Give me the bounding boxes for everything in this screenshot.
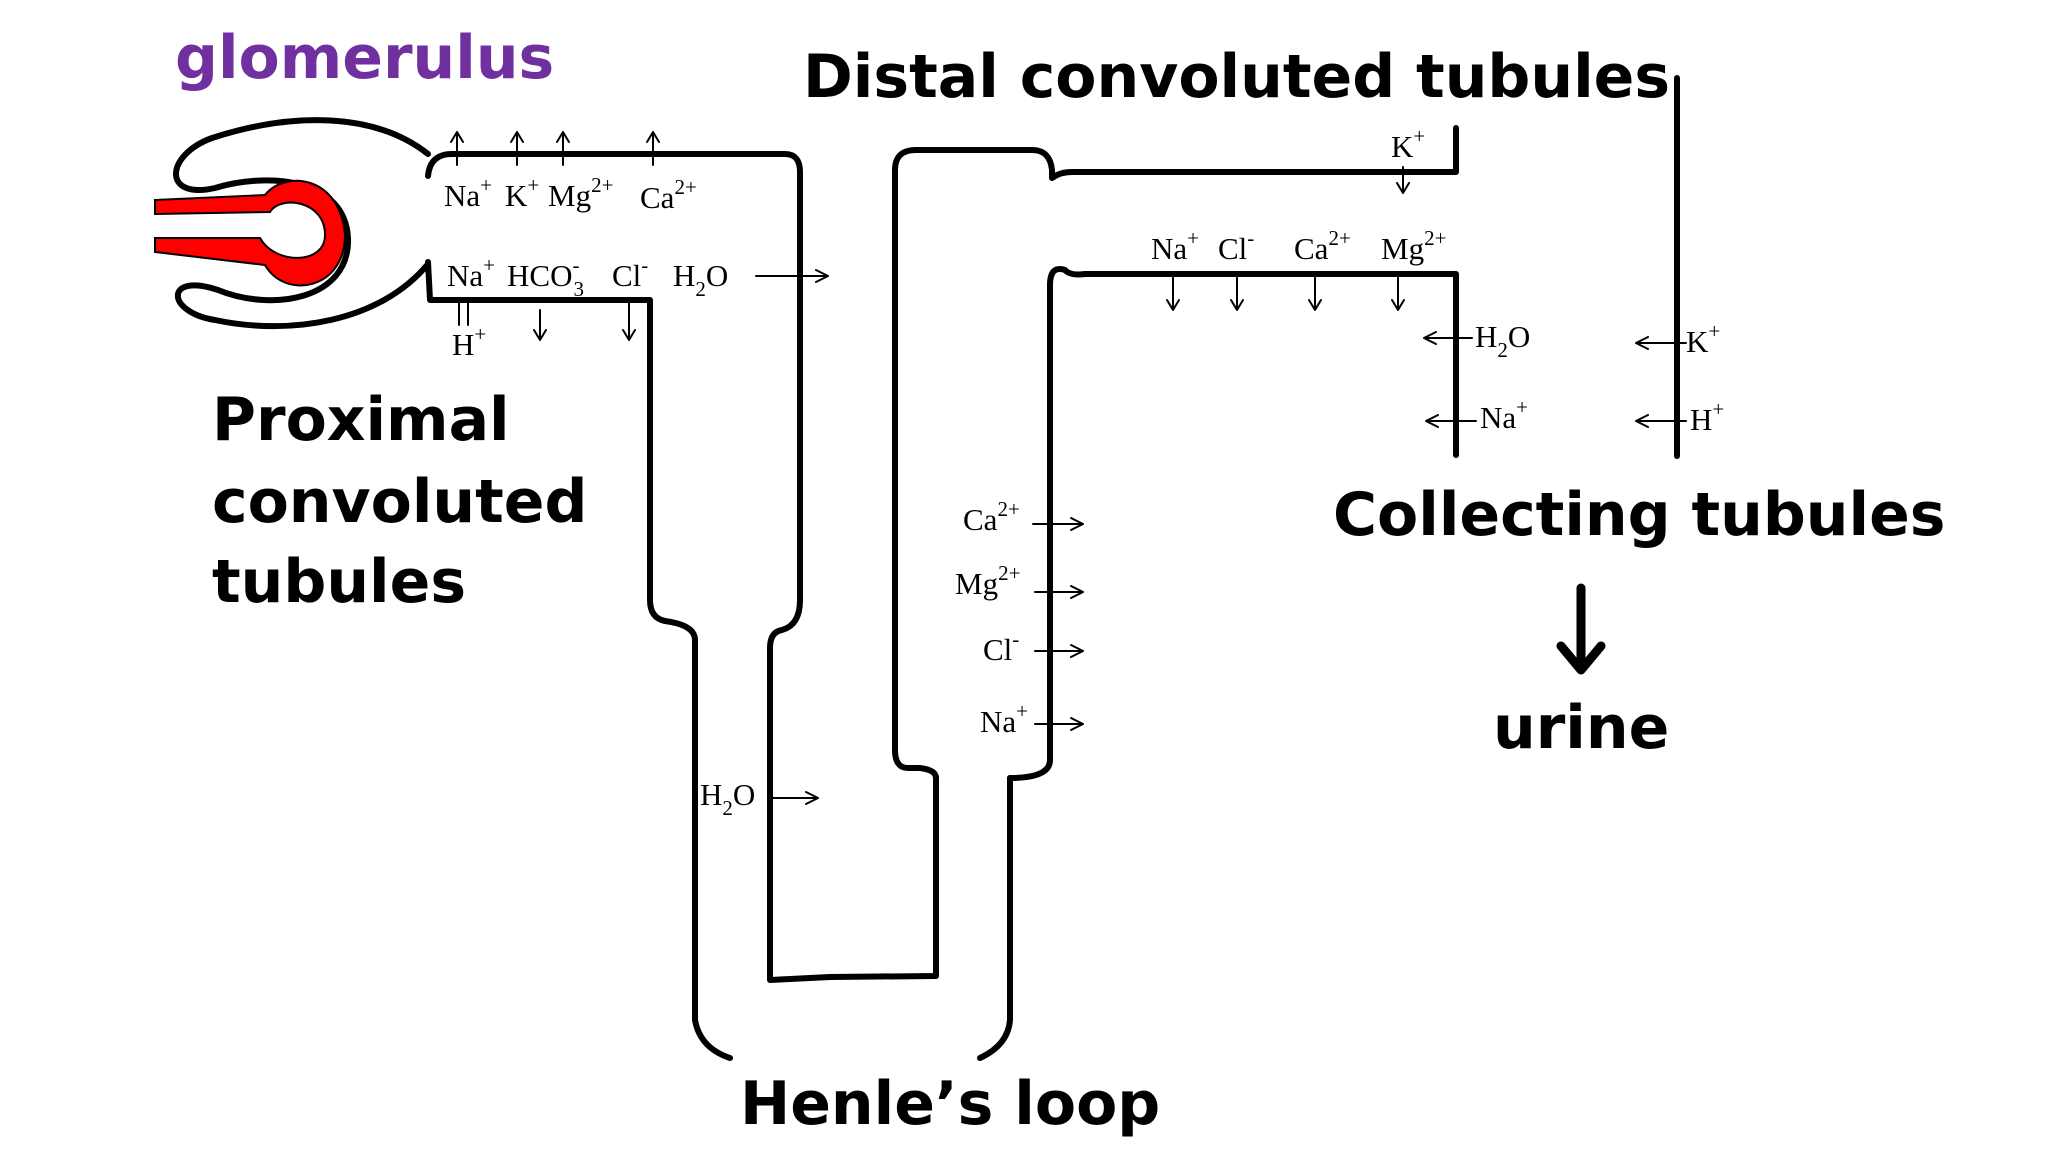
proximal-top-ions: Na+ K+ Mg2+ Ca2+ — [444, 131, 697, 215]
arrow-left — [1635, 336, 1687, 350]
ion-h: H+ — [452, 322, 486, 362]
proximal-label-line3: tubules — [212, 547, 466, 617]
ion-na: Na+ — [980, 699, 1028, 739]
h-secretion-marks — [458, 299, 469, 326]
arrow-down — [1391, 275, 1405, 311]
arrow-up — [510, 131, 524, 166]
arrow-right — [755, 269, 829, 283]
arrow-right — [1034, 717, 1084, 731]
urine-label: urine — [1493, 693, 1669, 763]
ion-na: Na+ — [1151, 226, 1199, 266]
arrow-down — [533, 309, 547, 341]
arrow-up — [556, 131, 570, 166]
arrow-right — [769, 791, 819, 805]
arrow-right — [1034, 644, 1084, 658]
ion-mg: Mg2+ — [548, 173, 613, 213]
ion-k: K+ — [1391, 124, 1425, 164]
collecting-duct-ions: K+ H+ — [1635, 319, 1724, 437]
arrow-right — [1032, 517, 1084, 531]
arrow-down — [1308, 275, 1322, 311]
ion-h: H+ — [1690, 397, 1724, 437]
ion-h2o: H2O — [700, 777, 755, 820]
arrow-right — [1034, 585, 1084, 599]
ion-mg: Mg2+ — [1381, 226, 1446, 266]
arrow-down — [1230, 275, 1244, 311]
ion-cl: Cl- — [612, 253, 648, 293]
distal-tubules-label: Distal convoluted tubules — [803, 42, 1670, 112]
henle-loop-label: Henle’s loop — [740, 1069, 1160, 1139]
proximal-bottom-ions: Na+ HCO-3 Cl- H2O H+ — [447, 253, 829, 362]
ion-na: Na+ — [1480, 395, 1528, 435]
proximal-label-line2: convoluted — [212, 467, 587, 537]
arrow-up — [646, 131, 660, 166]
proximal-label-line1: Proximal — [212, 385, 510, 455]
ion-k: K+ — [1686, 319, 1720, 359]
bowman-capsule — [173, 117, 431, 330]
ion-hco3: HCO-3 — [507, 253, 584, 301]
glomerulus-capillary — [154, 179, 347, 287]
ion-h2o: H2O — [673, 258, 728, 301]
descending-limb-ions: H2O — [700, 777, 819, 820]
ion-na: Na+ — [444, 173, 492, 213]
ion-cl: Cl- — [1218, 226, 1254, 266]
distal-tubule-ions: K+ Na+ Cl- Ca2+ Mg2+ H2O Na+ — [1151, 124, 1530, 435]
arrow-down — [1396, 166, 1410, 194]
ion-mg: Mg2+ — [955, 561, 1020, 601]
ascending-limb-ions: Ca2+ Mg2+ Cl- Na+ — [955, 497, 1084, 739]
arrow-down — [1166, 275, 1180, 311]
ion-k: K+ — [505, 173, 539, 213]
ion-ca: Ca2+ — [640, 175, 697, 215]
distal-tubule-wall — [892, 125, 1459, 781]
henle-loop-bottom — [977, 775, 1013, 1061]
arrow-left — [1425, 414, 1477, 428]
ion-cl: Cl- — [983, 627, 1019, 667]
ion-ca: Ca2+ — [963, 497, 1020, 537]
glomerulus-label: glomerulus — [175, 23, 554, 93]
proximal-tubule-wall — [425, 151, 939, 1061]
arrow-left — [1635, 414, 1687, 428]
ion-h2o: H2O — [1475, 319, 1530, 362]
arrow-down — [622, 299, 636, 341]
arrow-left — [1423, 331, 1473, 345]
ion-na: Na+ — [447, 253, 495, 293]
collecting-tubules-label: Collecting tubules — [1333, 480, 1945, 550]
urine-flow-arrow — [1556, 583, 1606, 675]
arrow-up — [450, 131, 464, 166]
ion-ca: Ca2+ — [1294, 226, 1351, 266]
